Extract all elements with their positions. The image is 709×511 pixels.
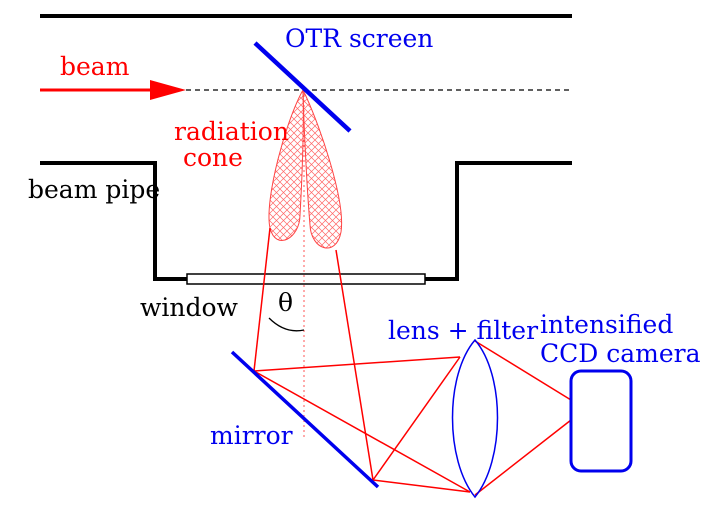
theta-arc — [268, 317, 305, 332]
otr-screen — [253, 41, 352, 133]
ccd-camera-box — [569, 369, 633, 473]
camera-label-line1: intensified — [540, 310, 673, 339]
ray-cross-to-lens — [253, 370, 471, 493]
ray-left-down — [253, 227, 271, 372]
mirror-element — [230, 350, 380, 489]
theta-label: θ — [278, 288, 293, 317]
otr-screen-label: OTR screen — [285, 24, 433, 53]
lens-filter-label: lens + filter — [388, 316, 538, 345]
beam-pipe-label: beam pipe — [28, 175, 160, 204]
ray-lens-bottom-to-camera — [474, 419, 572, 496]
radiation-lobe-right — [302, 89, 343, 249]
pipe-bottom-wall-right — [425, 161, 572, 281]
ray-lower-cross — [372, 356, 461, 481]
window-label: window — [140, 293, 239, 322]
beam-label: beam — [60, 52, 130, 81]
ray-right-down — [335, 249, 374, 481]
ray-lens-top-to-camera — [474, 340, 572, 401]
ray-upper-to-lens — [253, 356, 461, 372]
radiation-cone-label-line1: radiation — [174, 117, 289, 146]
mirror-label: mirror — [210, 421, 293, 450]
radiation-cone-label-line2: cone — [183, 143, 243, 172]
pipe-bottom-wall — [40, 161, 187, 281]
ray-lower-to-lens — [372, 479, 471, 493]
camera-label-line2: CCD camera — [540, 339, 701, 368]
radiation-lobe-left — [268, 88, 304, 241]
beam-arrow-head — [150, 80, 186, 100]
lens-element — [451, 338, 499, 499]
window-element — [186, 273, 426, 285]
